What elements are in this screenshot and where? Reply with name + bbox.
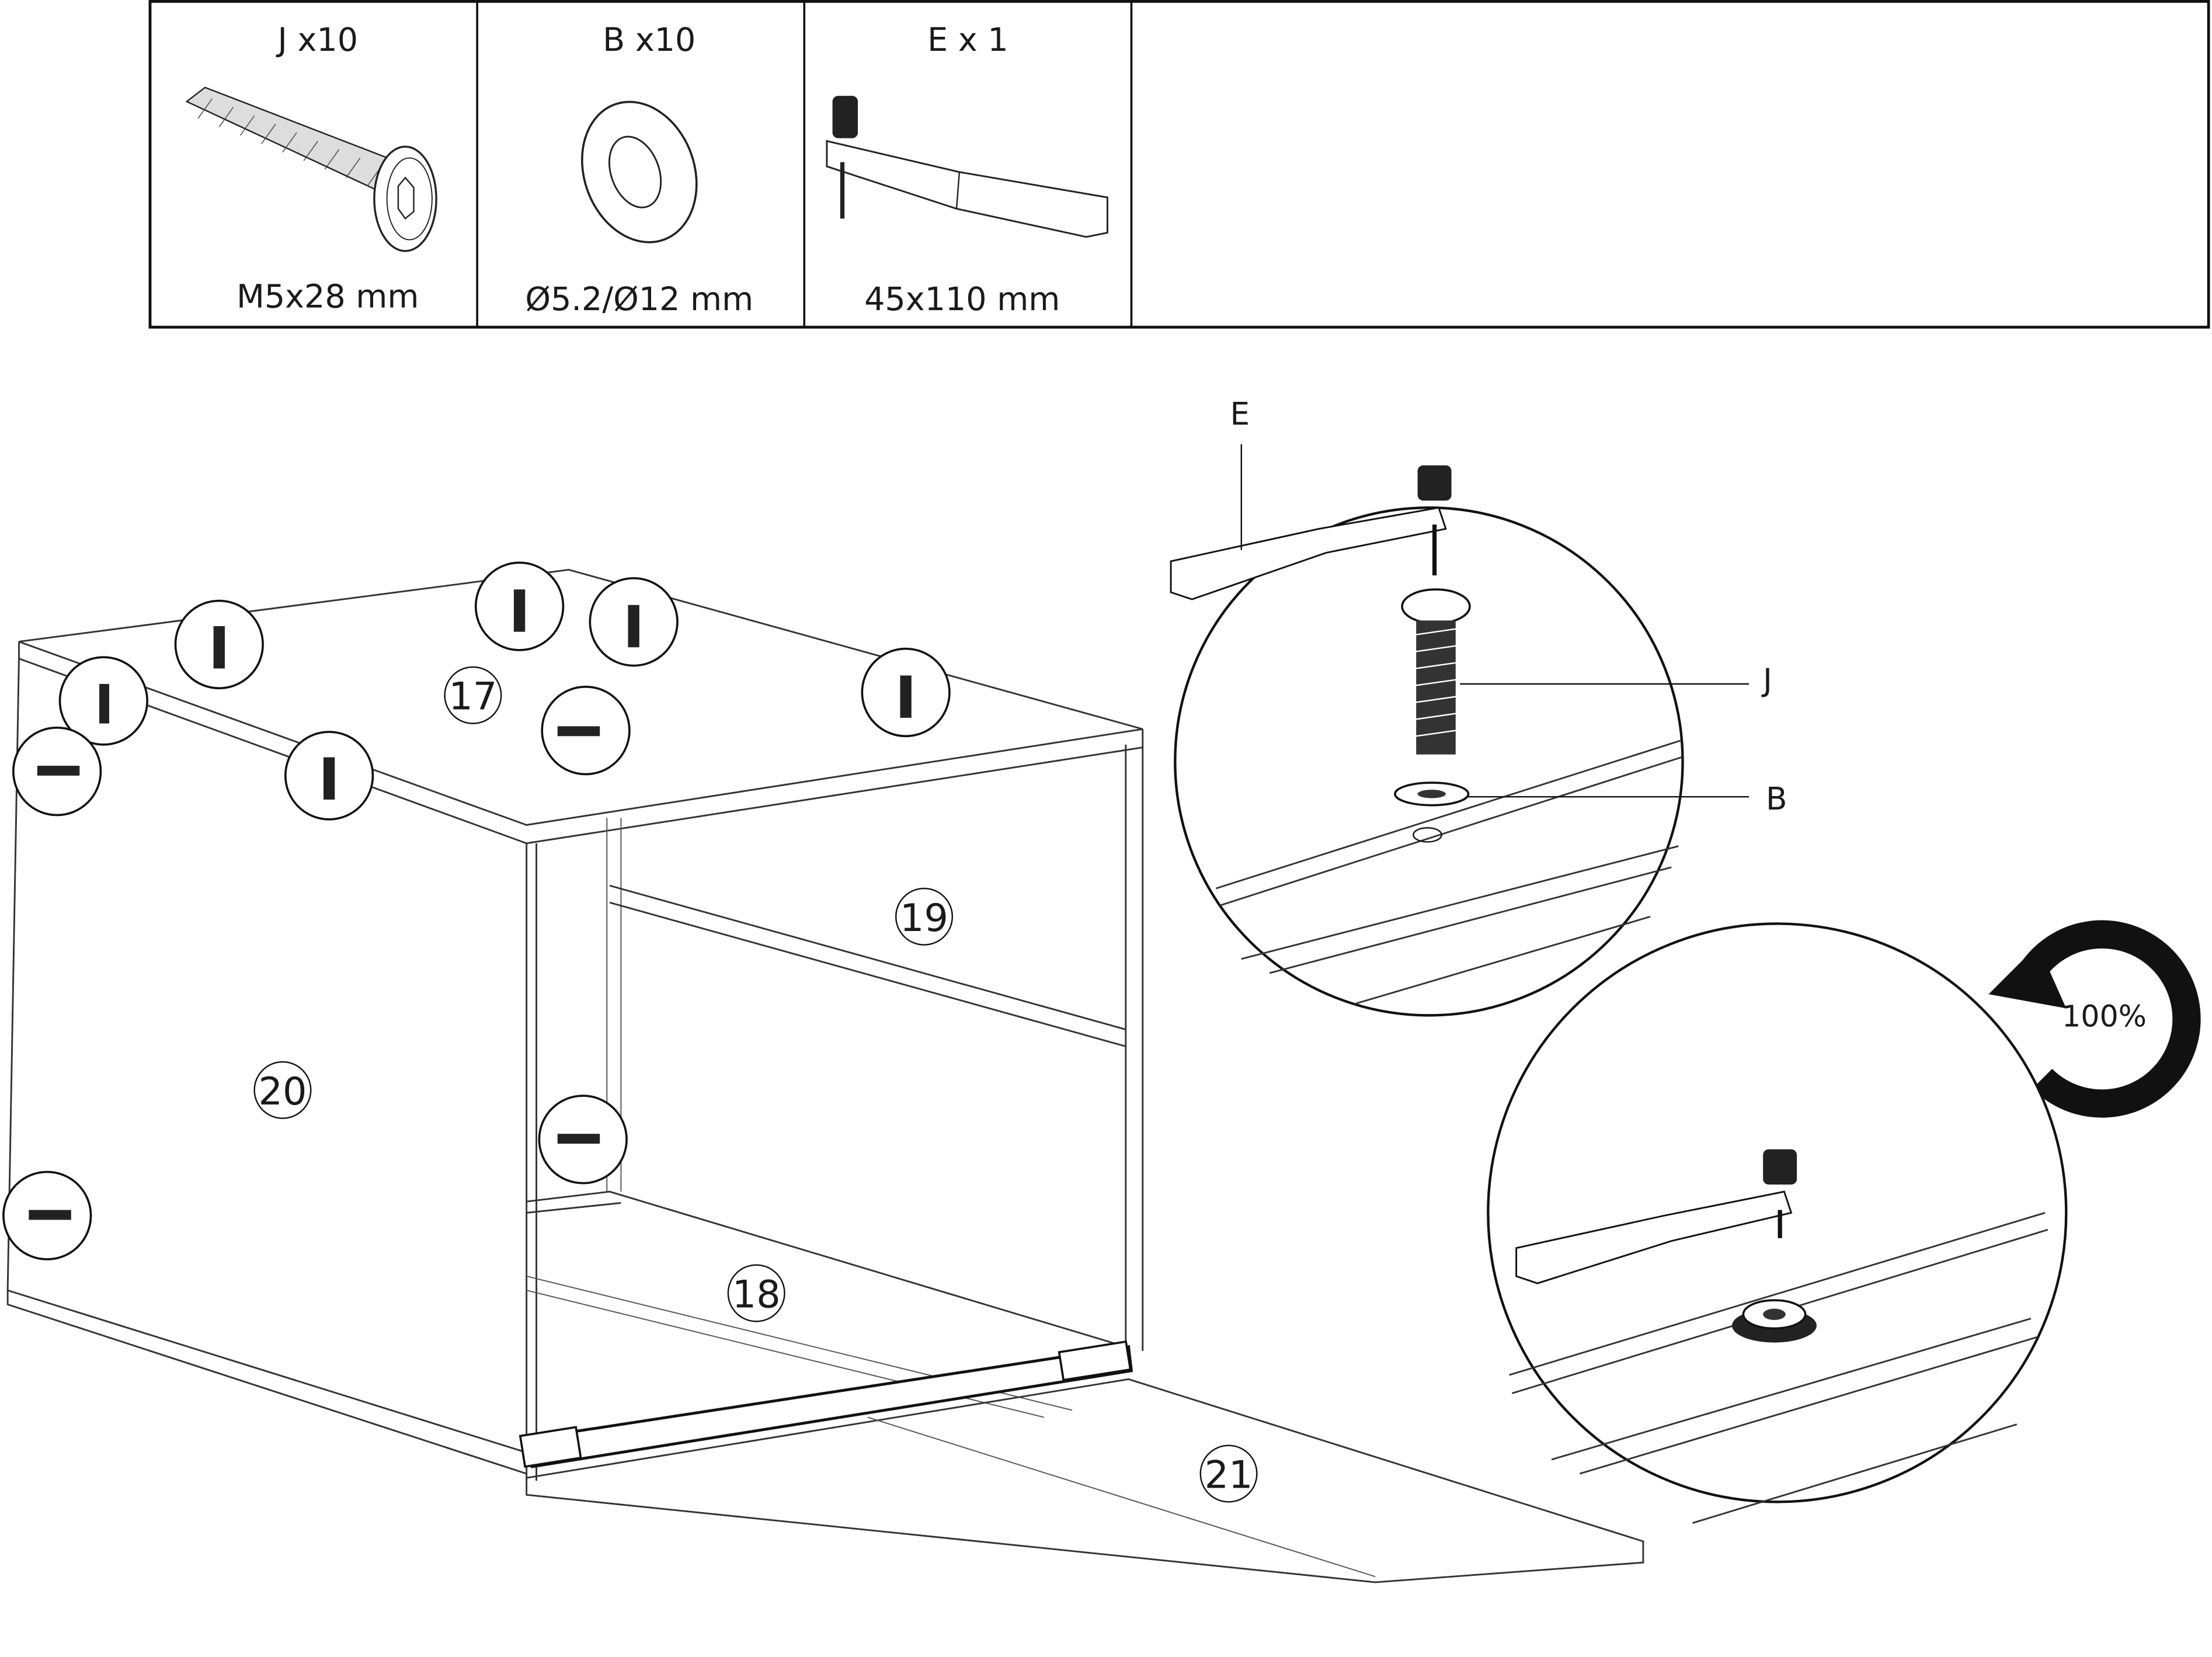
screw-detail-circle [474,561,565,651]
screw-detail-circle [861,647,951,738]
rotation-label: 100% [2062,999,2147,1034]
screw-icon [185,86,437,252]
part-label-19: 19 [895,887,954,946]
washer-icon [581,100,698,244]
part-label-18: 18 [727,1264,785,1322]
detail-tightened-view [1487,922,2068,1524]
callout-e: E [1230,396,1250,432]
hardware-j-size: M5x28 mm [236,277,419,315]
svg-text:17: 17 [448,675,497,719]
hardware-b-size: Ø5.2/Ø12 mm [525,280,753,318]
hardware-e-title: E x 1 [927,21,1008,59]
hardware-cell-j: J x10 M5x28 mm [185,21,437,315]
callout-j: J [1761,662,1772,699]
wrench-icon [1170,465,1452,600]
screw-detail-circle [58,656,148,746]
hardware-cell-b: B x10 Ø5.2/Ø12 mm [525,21,753,318]
washer-icon [1394,781,1470,807]
part-label-20: 20 [253,1061,312,1119]
hardware-j-title: J x10 [276,21,359,59]
screw-detail-circle [541,686,631,776]
hardware-e-size: 45x110 mm [864,280,1060,318]
screw-detail-circle [284,731,374,821]
screw-detail-circle [174,599,264,690]
screw-detail-circle [589,577,679,667]
ratchet-wrench-icon [826,96,1108,238]
rotate-clockwise-icon: 100% [1988,920,2201,1118]
screw-icon [1401,588,1471,755]
screw-detail-circle [538,1095,628,1184]
detail-exploded-view: E J B [1170,396,1787,1017]
svg-text:18: 18 [732,1272,781,1316]
screw-detail-circle [2,1170,92,1260]
callout-b: B [1766,781,1787,817]
screw-detail-markers [2,561,951,1260]
hardware-cell-e: E x 1 45x110 mm [826,21,1108,318]
cabinet-drawing [6,568,1644,1583]
part-labels: 17 19 20 18 21 [253,666,1258,1503]
screw-detail-circle [12,727,102,817]
svg-text:21: 21 [1205,1453,1253,1498]
wrench-icon [1515,1149,1797,1284]
svg-text:19: 19 [900,896,948,940]
svg-text:20: 20 [258,1069,307,1114]
hardware-table: J x10 M5x28 mm B x10 [148,0,2210,329]
hardware-b-title: B x10 [603,21,695,59]
screw-head-icon [1732,1299,1817,1343]
part-label-17: 17 [444,666,502,724]
part-label-21: 21 [1199,1444,1258,1503]
